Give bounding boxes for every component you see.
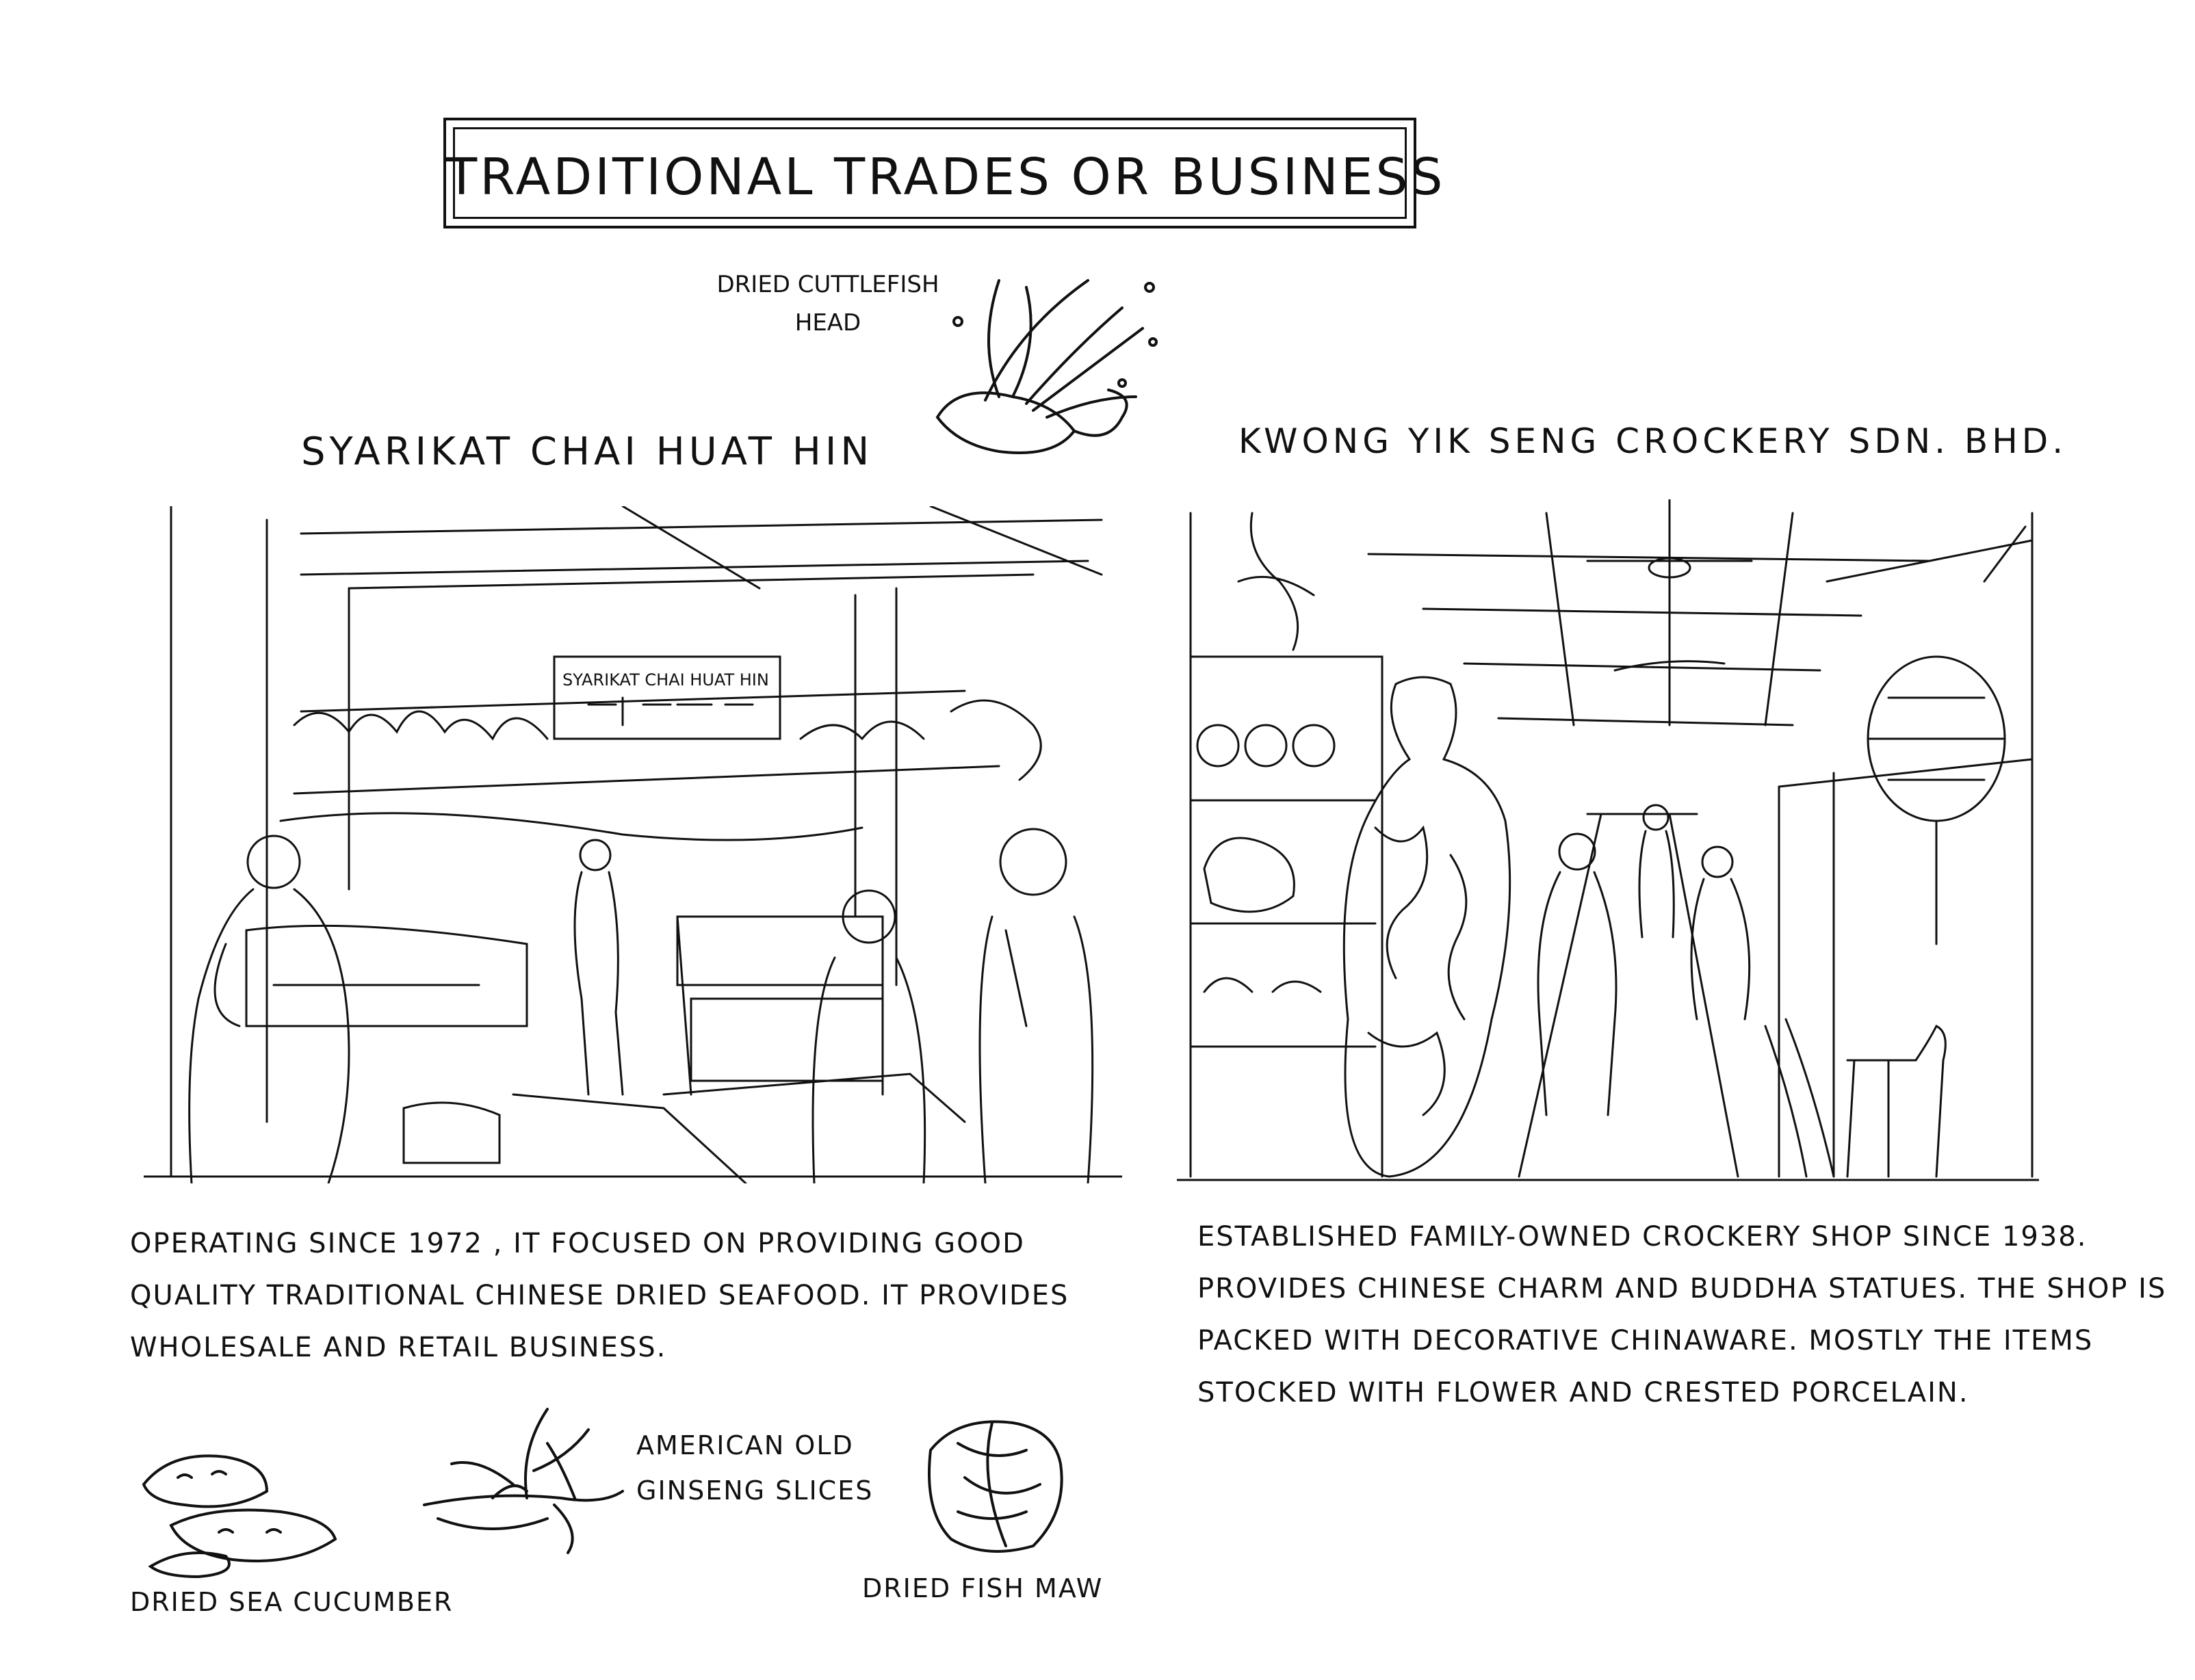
sea-cucumber-label: DRIED SEA CUCUMBER <box>130 1587 454 1617</box>
cuttlefish-sketch <box>917 260 1170 465</box>
left-shop-heading: SYARIKAT CHAI HUAT HIN <box>301 430 874 474</box>
right-shop-heading: KWONG YIK SENG CROCKERY SDN. BHD. <box>1238 421 2068 461</box>
left-description: OPERATING SINCE 1972 , IT FOCUSED ON PRO… <box>130 1228 1069 1363</box>
shop-sign-text: SYARIKAT CHAI HUAT HIN <box>562 670 769 690</box>
ginseng-label: AMERICAN OLD GINSENG SLICES <box>636 1430 874 1506</box>
ginseng-sketch <box>411 1402 629 1560</box>
right-description: ESTABLISHED FAMILY-OWNED CROCKERY SHOP S… <box>1197 1221 2167 1408</box>
right-shop-illustration <box>1177 499 2039 1183</box>
left-shop-illustration: SYARIKAT CHAI HUAT HIN <box>144 506 1122 1183</box>
cuttlefish-label: DRIED CUTTLEFISH HEAD <box>716 271 939 337</box>
fish-maw-sketch <box>917 1409 1074 1560</box>
fish-maw-label: DRIED FISH MAW <box>862 1573 1104 1603</box>
sea-cucumber-sketch <box>130 1436 349 1580</box>
page-title: TRADITIONAL TRADES OR BUSINESS <box>446 148 1446 207</box>
title-frame: TRADITIONAL TRADES OR BUSINESS <box>443 118 1446 228</box>
